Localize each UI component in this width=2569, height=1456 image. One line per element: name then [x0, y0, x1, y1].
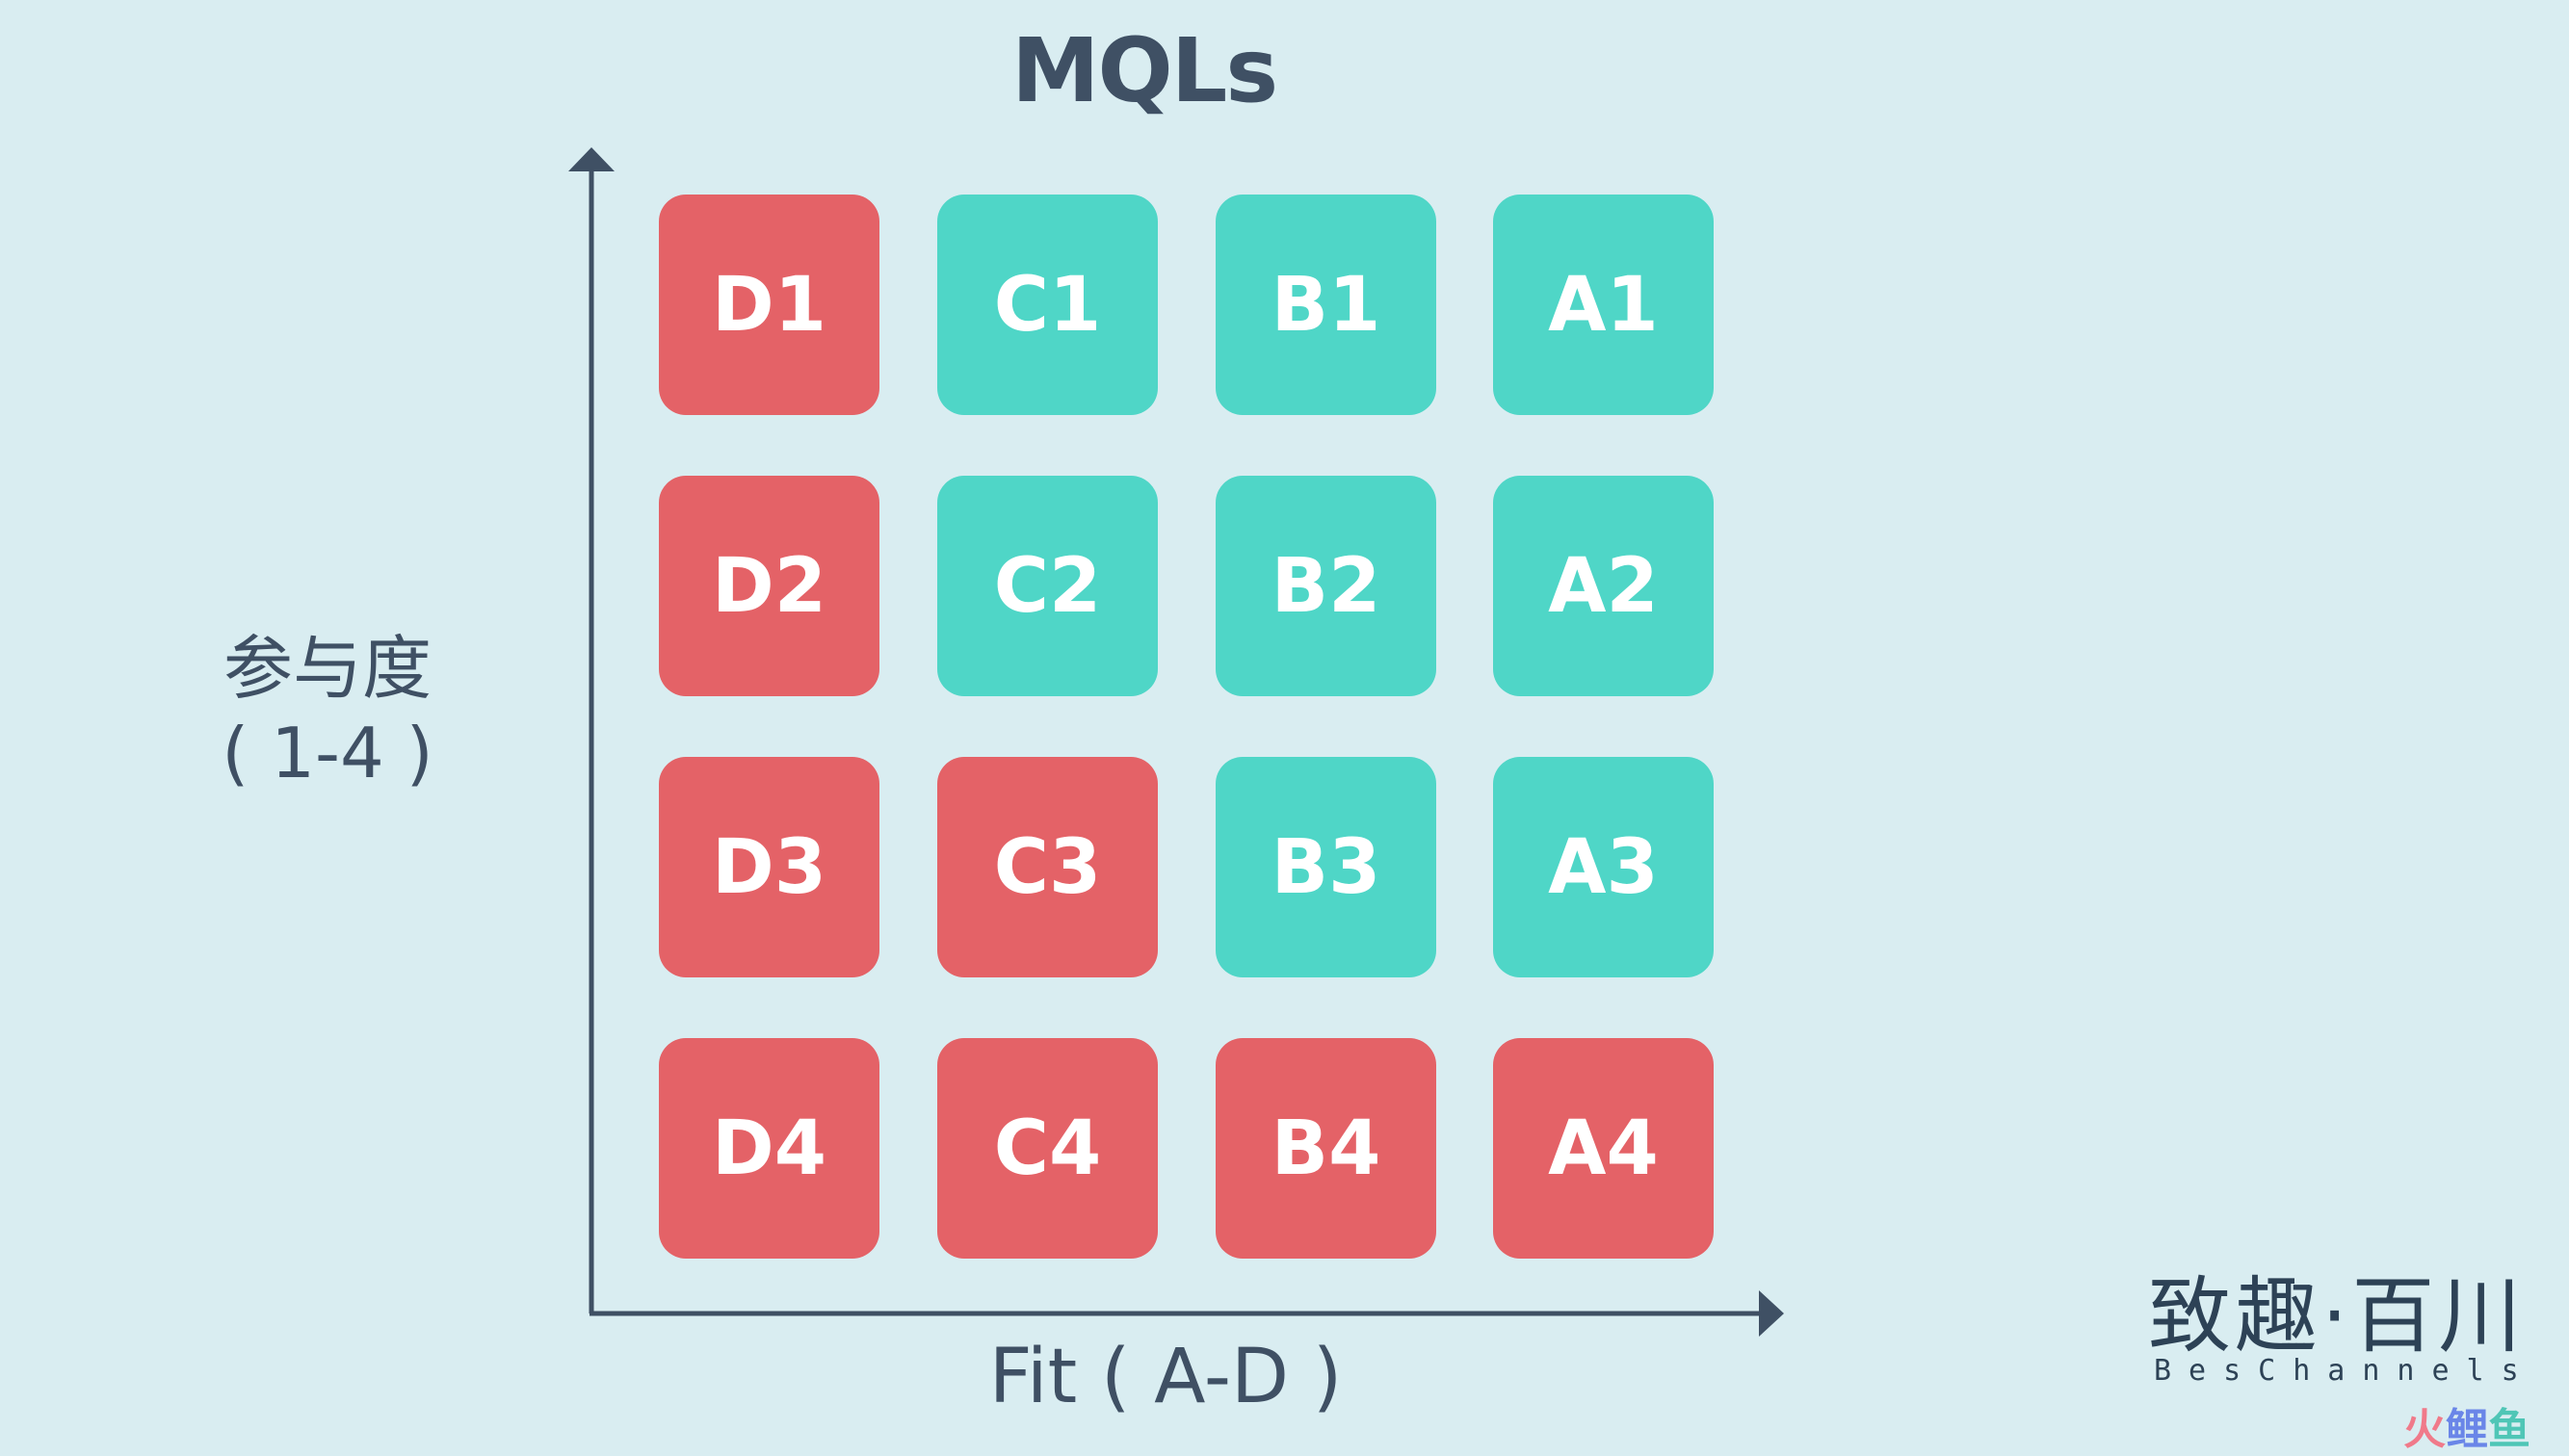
y-axis-arrow: [568, 147, 615, 171]
x-axis-arrow: [1759, 1290, 1784, 1337]
logo-en: BesChannels: [2154, 1354, 2536, 1388]
cell-c1: C1: [937, 195, 1158, 415]
watermark-char-2: 鲤: [2446, 1405, 2488, 1454]
cell-a1: A1: [1493, 195, 1714, 415]
cell-b3: B3: [1216, 757, 1436, 977]
x-axis-label: Fit ( A-D ): [988, 1334, 1343, 1420]
diagram-title: MQLs: [1011, 19, 1278, 122]
y-axis-label-line1: 参与度: [223, 628, 432, 709]
cell-c4: C4: [937, 1038, 1158, 1259]
cell-d3: D3: [659, 757, 879, 977]
cell-b2: B2: [1216, 476, 1436, 696]
cell-b1: B1: [1216, 195, 1436, 415]
watermark-char-3: 鱼: [2488, 1405, 2530, 1454]
cell-a2: A2: [1493, 476, 1714, 696]
watermark: 火鲤鱼: [2403, 1394, 2530, 1456]
cell-b4: B4: [1216, 1038, 1436, 1259]
cell-c3: C3: [937, 757, 1158, 977]
cell-d4: D4: [659, 1038, 879, 1259]
cell-a3: A3: [1493, 757, 1714, 977]
cell-d1: D1: [659, 195, 879, 415]
cell-c2: C2: [937, 476, 1158, 696]
logo-cn: 致趣·百川: [2148, 1268, 2526, 1365]
y-axis-label: 参与度 ( 1-4 ): [193, 626, 462, 795]
cell-a4: A4: [1493, 1038, 1714, 1259]
cell-d2: D2: [659, 476, 879, 696]
watermark-char-1: 火: [2403, 1405, 2446, 1454]
y-axis-label-line2: ( 1-4 ): [222, 713, 433, 793]
